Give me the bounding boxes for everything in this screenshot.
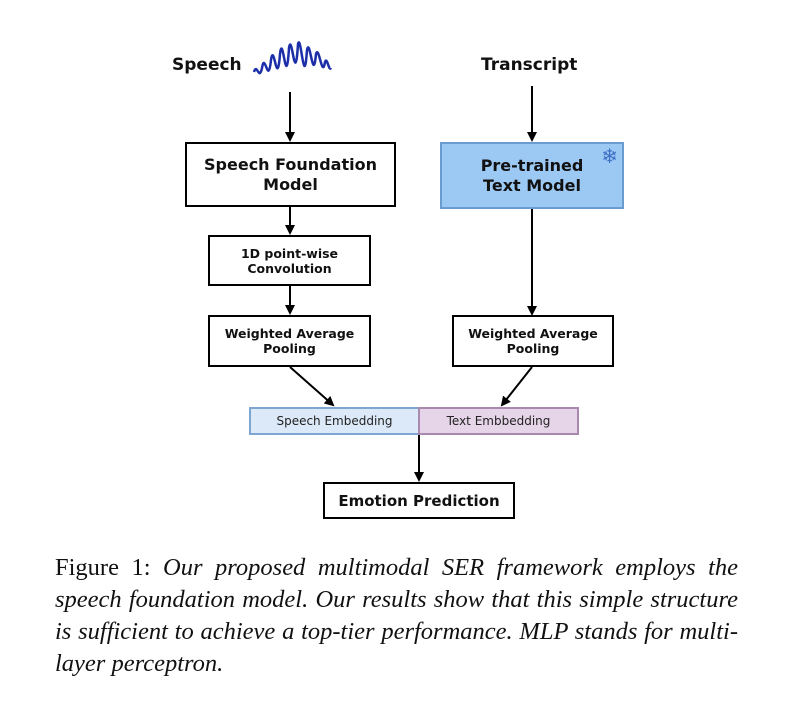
text-pooling-line2: Pooling — [506, 341, 560, 356]
text-pooling-box: Weighted Average Pooling — [452, 315, 614, 367]
arrow-text-pool-to-embedding — [500, 366, 533, 407]
speech-embedding-box: Speech Embedding — [249, 407, 420, 435]
caption-text: Our proposed multimodal SER framework em… — [55, 554, 738, 677]
speech-pooling-box: Weighted Average Pooling — [208, 315, 371, 367]
waveform-icon — [252, 41, 333, 75]
convolution-line2: Convolution — [247, 260, 332, 276]
speech-input-label: Speech — [172, 55, 242, 75]
caption-prefix: Figure 1: — [55, 554, 151, 581]
speech-pooling-line1: Weighted Average — [224, 326, 355, 341]
figure-caption: Figure 1: Our proposed multimodal SER fr… — [55, 552, 738, 680]
convolution-line1: 1D point-wise — [240, 245, 339, 261]
text-model-line1: Pre-trained — [480, 156, 584, 176]
speech-foundation-model-box: Speech Foundation Model — [185, 142, 396, 207]
speech-pooling-line2: Pooling — [263, 341, 316, 356]
text-model-line2: Text Model — [483, 175, 581, 195]
arrow-speech-pool-to-embedding — [289, 366, 335, 407]
transcript-input-label: Transcript — [481, 55, 578, 75]
text-model-box: Pre-trained Text Model ❄ — [440, 142, 624, 209]
text-embedding-box: Text Embbedding — [418, 407, 579, 435]
emotion-prediction-box: Emotion Prediction — [323, 482, 515, 519]
speech-foundation-model-line1: Speech Foundation — [204, 155, 377, 175]
snowflake-icon: ❄ — [601, 144, 618, 168]
text-pooling-line1: Weighted Average — [468, 326, 598, 341]
speech-foundation-model-line2: Model — [263, 174, 318, 194]
convolution-box: 1D point-wise Convolution — [208, 235, 371, 286]
